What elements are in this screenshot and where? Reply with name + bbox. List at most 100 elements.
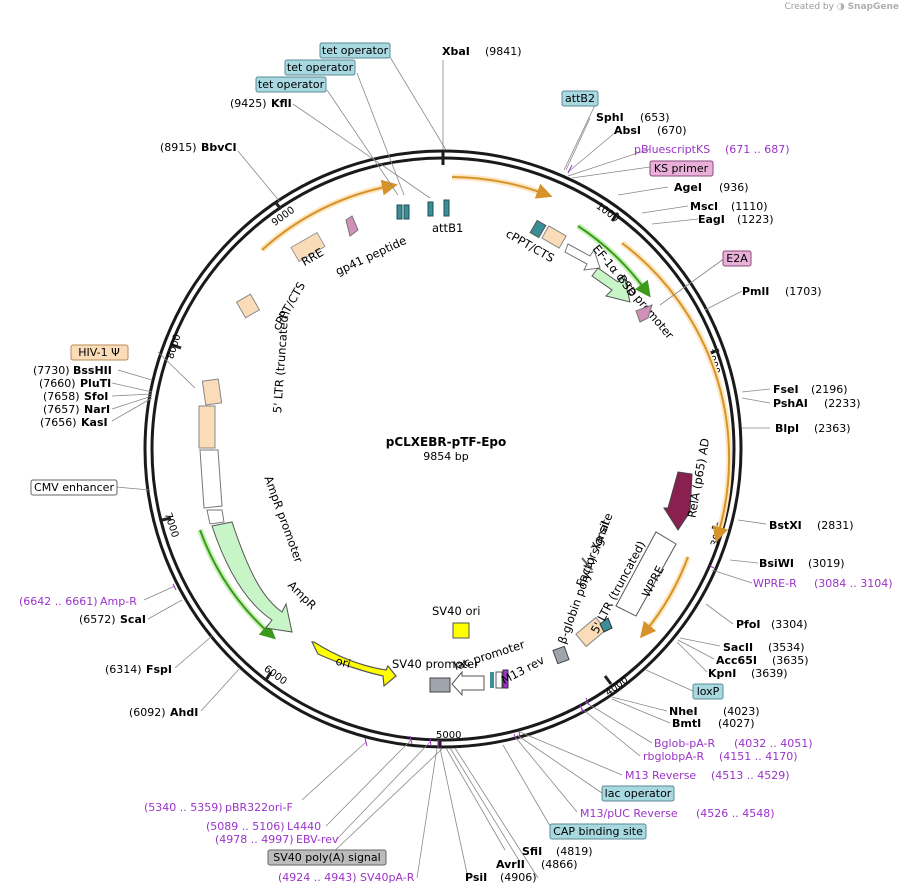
primer-bglob-pa-r[interactable]: Bglob-pA-R(4032 .. 4051) (654, 737, 813, 750)
site-position: (6092) (129, 706, 166, 719)
primer-m13-puc-reverse[interactable]: M13/pUC Reverse(4526 .. 4548) (580, 807, 775, 820)
site-position: (7730) (33, 364, 70, 377)
site-xbai[interactable]: XbaI(9841) (442, 45, 522, 58)
tick-label: 1000 (594, 201, 621, 225)
site-position: (3534) (768, 641, 805, 654)
site-name: FseI (773, 383, 799, 396)
feature-tet-operators (396, 199, 450, 220)
site-name: KpnI (708, 667, 736, 680)
site-name: PmlI (742, 285, 769, 298)
site-blpi[interactable]: BlpI(2363) (775, 422, 851, 435)
site-pluti[interactable]: (7660)PluTI (39, 377, 111, 390)
site-avrii[interactable]: AvrII(4866) (496, 858, 578, 871)
site-psii[interactable]: PsiI(4906) (465, 871, 537, 884)
site-ahdi[interactable]: (6092)AhdI (129, 706, 198, 719)
site-agei[interactable]: AgeI(936) (674, 181, 749, 194)
site-position: (6314) (105, 663, 142, 676)
tet-operator-label: tet operator (287, 61, 354, 74)
tick-marks (161, 201, 722, 748)
primer-name: SV40pA-R (360, 871, 415, 884)
site-bsiwi[interactable]: BsiWI(3019) (759, 557, 845, 570)
site-name: BstXI (769, 519, 802, 532)
primer-pbluescriptks[interactable]: pBluescriptKS(671 .. 687) (634, 143, 790, 156)
feature-cppt-left: cPPT/CTS (235, 279, 308, 333)
site-kpni[interactable]: KpnI(3639) (708, 667, 788, 680)
site-name: PsiI (465, 871, 487, 884)
primer-pbr322ori-f[interactable]: (5340 .. 5359)pBR322ori-F (144, 801, 293, 814)
box-attb2[interactable]: attB2 (561, 90, 599, 107)
box-tet-2[interactable]: tet operator (284, 59, 356, 76)
site-scai[interactable]: (6572)ScaI (79, 613, 146, 626)
cap-label: CAP binding site (553, 825, 643, 838)
site-position: (3304) (771, 618, 808, 631)
site-pmli[interactable]: PmlI(1703) (742, 285, 822, 298)
feature-ampr: AmpR (211, 521, 319, 633)
primer-range: (5340 .. 5359) (144, 801, 223, 814)
primer-l4440[interactable]: (5089 .. 5106)L4440 (206, 820, 321, 833)
box-hiv-psi[interactable]: HIV-1 Ψ (70, 344, 129, 361)
primer-amp-r[interactable]: (6642 .. 6661)Amp-R (19, 595, 137, 608)
box-cmv[interactable]: CMV enhancer (30, 479, 118, 496)
ampr-label: AmpR (285, 578, 319, 612)
site-bstxi[interactable]: BstXI(2831) (769, 519, 854, 532)
primer-rbglobpa-r[interactable]: rbglobpA-R(4151 .. 4170) (643, 750, 798, 763)
primer-ticks (172, 164, 715, 748)
factor-xa-mark (581, 557, 593, 571)
site-nari[interactable]: (7657)NarI (43, 403, 110, 416)
site-bmti[interactable]: BmtI(4027) (672, 717, 755, 730)
site-position: (4819) (556, 845, 593, 858)
primer-name: EBV-rev (296, 833, 339, 846)
site-sfoi[interactable]: (7658)SfoI (43, 390, 108, 403)
site-nhei[interactable]: NheI(4023) (669, 705, 760, 718)
green-arrows (197, 223, 651, 640)
site-name: PshAI (773, 397, 808, 410)
site-position: (670) (657, 124, 687, 137)
e2a-label: E2A (726, 252, 748, 265)
site-position: (7656) (40, 416, 77, 429)
site-kfli[interactable]: (9425)KflI (230, 97, 292, 110)
site-position: (6572) (79, 613, 116, 626)
ori-label: ori (334, 654, 352, 671)
sv40-promoter-label: SV40 promoter (392, 657, 479, 671)
primer-wpre-r[interactable]: WPRE-R(3084 .. 3104) (753, 577, 893, 590)
box-tet-3[interactable]: tet operator (255, 76, 327, 93)
primer-range: (4978 .. 4997) (215, 833, 294, 846)
site-bbvci[interactable]: (8915)BbvCI (160, 141, 237, 154)
gp41-label: gp41 peptide (333, 233, 408, 278)
primer-range: (4924 .. 4943) (278, 871, 357, 884)
plasmid-size: 9854 bp (423, 450, 468, 463)
cmv-label: CMV enhancer (34, 481, 114, 494)
feature-rela: RelA (p65) AD (663, 437, 712, 531)
site-sphi[interactable]: SphI(653) (596, 111, 670, 124)
box-lac-operator[interactable]: lac operator (601, 785, 675, 802)
site-kasi[interactable]: (7656)KasI (40, 416, 108, 429)
box-tet-1[interactable]: tet operator (319, 42, 391, 59)
primer-range: (4526 .. 4548) (696, 807, 775, 820)
site-eagi[interactable]: EagI(1223) (698, 213, 774, 226)
box-ks-primer[interactable]: KS primer (649, 160, 714, 177)
site-name: BmtI (672, 717, 701, 730)
site-pfoi[interactable]: PfoI(3304) (736, 618, 808, 631)
site-msci[interactable]: MscI(1110) (690, 200, 768, 213)
site-sacii[interactable]: SacII(3534) (723, 641, 805, 654)
site-name: AvrII (496, 858, 525, 871)
primer-m13-reverse[interactable]: M13 Reverse(4513 .. 4529) (625, 769, 790, 782)
box-loxp[interactable]: loxP (692, 683, 724, 700)
site-acc65i[interactable]: Acc65I(3635) (716, 654, 809, 667)
box-e2a[interactable]: E2A (722, 250, 752, 267)
site-sfii[interactable]: SfiI(4819) (522, 845, 593, 858)
primer-name: WPRE-R (753, 577, 797, 590)
site-fsei[interactable]: FseI(2196) (773, 383, 848, 396)
box-cap[interactable]: CAP binding site (549, 823, 647, 840)
site-name: KflI (271, 97, 292, 110)
primer-sv40pa-r[interactable]: (4924 .. 4943)SV40pA-R (278, 871, 415, 884)
primer-ebv-rev[interactable]: (4978 .. 4997)EBV-rev (215, 833, 339, 846)
site-pshai[interactable]: PshAI(2233) (773, 397, 861, 410)
tet-operator-label: tet operator (258, 78, 325, 91)
box-sv40pa[interactable]: SV40 poly(A) signal (267, 849, 387, 866)
site-fspi[interactable]: (6314)FspI (105, 663, 172, 676)
site-bsshii[interactable]: (7730)BssHII (33, 364, 112, 377)
site-name: SfoI (84, 390, 108, 403)
site-name: BsiWI (759, 557, 794, 570)
site-absi[interactable]: AbsI(670) (614, 124, 687, 137)
